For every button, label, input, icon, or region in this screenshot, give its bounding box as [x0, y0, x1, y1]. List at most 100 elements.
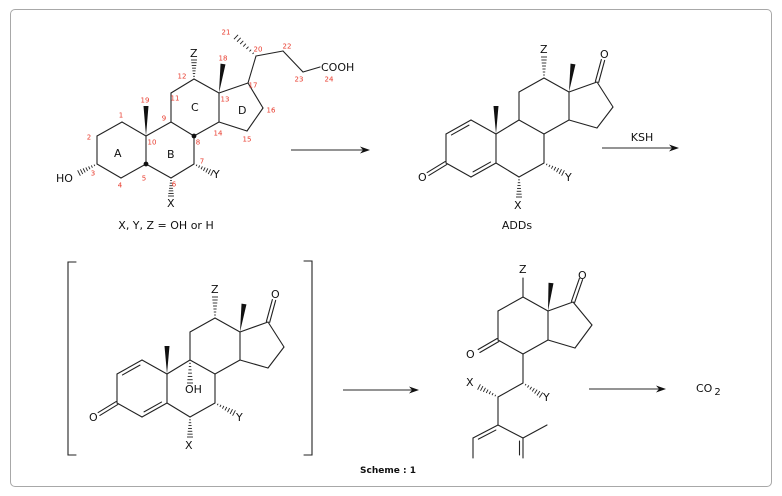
- hashed-bond-segment: [85, 167, 88, 172]
- double-bond-inner: [472, 161, 492, 173]
- hashed-bond-segment: [524, 383, 527, 386]
- seco-steroid-structure: O O Z X Y: [466, 263, 587, 404]
- arrowhead-icon: [669, 144, 679, 152]
- atom-label-o3: O: [418, 171, 427, 184]
- right-bracket: [303, 260, 313, 456]
- hashed-bond-segment: [527, 385, 530, 388]
- hashed-bond-segment: [233, 34, 239, 40]
- ring-label-b: B: [167, 148, 175, 161]
- double-bond: [445, 119, 472, 135]
- hashed-bond-segment: [222, 405, 225, 409]
- bond: [214, 317, 241, 333]
- bond: [116, 402, 143, 418]
- hydroxylated-intermediate-structure: O O Z X Y OH: [89, 283, 280, 452]
- bond: [96, 121, 123, 137]
- bond: [189, 359, 216, 375]
- bond: [568, 119, 598, 129]
- bond: [145, 121, 172, 137]
- locant-11: 11: [171, 95, 180, 103]
- hashed-bond-segment: [538, 392, 544, 398]
- double-bond-inner: [450, 124, 470, 136]
- bond: [239, 321, 269, 333]
- bond: [166, 402, 191, 418]
- locant-9: 9: [162, 115, 166, 123]
- hashed-bond-segment: [82, 168, 86, 173]
- ring-label-d: D: [238, 104, 246, 117]
- locant-23: 23: [295, 76, 304, 84]
- bond: [495, 119, 520, 135]
- bond: [218, 82, 249, 94]
- bond: [518, 77, 545, 93]
- double-bond-inner: [121, 364, 141, 376]
- substituent-caption: X, Y, Z = OH or H: [118, 219, 213, 232]
- double-bond: [97, 400, 117, 414]
- bond: [193, 121, 220, 137]
- ring-label-a: A: [114, 147, 122, 160]
- wedge-bond: [219, 63, 226, 93]
- co2-subscript: 2: [714, 387, 720, 398]
- add-structure: O O Z X Y ADDs: [418, 43, 609, 232]
- double-bond: [477, 337, 498, 351]
- double-bond: [594, 59, 602, 83]
- bond: [518, 119, 545, 135]
- hashed-bond-segment: [551, 165, 554, 169]
- bond: [246, 107, 264, 132]
- bond: [497, 382, 524, 398]
- locant-19: 19: [141, 97, 150, 105]
- stereo-dot: [143, 161, 149, 167]
- atom-label-o17: O: [600, 48, 609, 61]
- hashed-bond-segment: [531, 388, 535, 392]
- atom-label-z: Z: [190, 47, 198, 60]
- locant-20: 20: [254, 46, 263, 54]
- bond: [596, 81, 614, 108]
- double-bond-inner: [477, 429, 497, 440]
- bond: [189, 317, 216, 333]
- arrowhead-icon: [656, 385, 666, 393]
- wedge-bond: [569, 63, 576, 92]
- double-bond: [570, 277, 580, 302]
- hashed-bond-segment: [558, 169, 562, 175]
- bond: [170, 78, 195, 94]
- locant-12: 12: [178, 73, 187, 81]
- stereo-dot: [191, 133, 197, 139]
- hashed-bond-segment: [210, 170, 214, 176]
- atom-label-cooh: COOH: [321, 61, 354, 74]
- atom-label-y: Y: [235, 411, 243, 424]
- hashed-bond-segment: [205, 168, 209, 173]
- wedge-bond: [493, 106, 499, 134]
- locant-24: 24: [325, 76, 334, 84]
- bond: [572, 301, 593, 326]
- bond: [522, 424, 548, 439]
- hashed-bond-segment: [239, 40, 244, 45]
- locant-5: 5: [142, 175, 146, 183]
- double-bond: [598, 59, 606, 83]
- co2-formula: CO: [696, 382, 713, 395]
- double-bond: [141, 402, 168, 418]
- wedge-bond: [164, 346, 170, 374]
- locant-8: 8: [196, 139, 200, 147]
- bond: [193, 78, 220, 94]
- atom-label-o17: O: [578, 269, 587, 282]
- atom-label-o17: O: [271, 288, 280, 301]
- atom-label-y: Y: [542, 391, 550, 404]
- ring-label-c: C: [191, 101, 199, 114]
- bond: [282, 50, 304, 73]
- hashed-bond-segment: [480, 385, 484, 391]
- hashed-bond-segment: [534, 389, 538, 394]
- locant-22: 22: [283, 43, 292, 51]
- hashed-bond-segment: [93, 164, 96, 167]
- hashed-bond-segment: [553, 166, 557, 171]
- hashed-bond-segment: [236, 37, 242, 42]
- hashed-bond-segment: [216, 403, 219, 406]
- bile-acid-structure: HO X Y Z COOH 12345678910111213141516171…: [56, 29, 354, 233]
- bond: [568, 81, 598, 93]
- hashed-bond-segment: [485, 389, 489, 394]
- hashed-bond-segment: [219, 404, 222, 408]
- bond: [121, 121, 147, 137]
- atom-label-ho: HO: [56, 172, 73, 185]
- hashed-bond-segment: [77, 170, 81, 176]
- hashed-bond-segment: [477, 384, 481, 390]
- ksh-enzyme-label: KSH: [631, 131, 653, 144]
